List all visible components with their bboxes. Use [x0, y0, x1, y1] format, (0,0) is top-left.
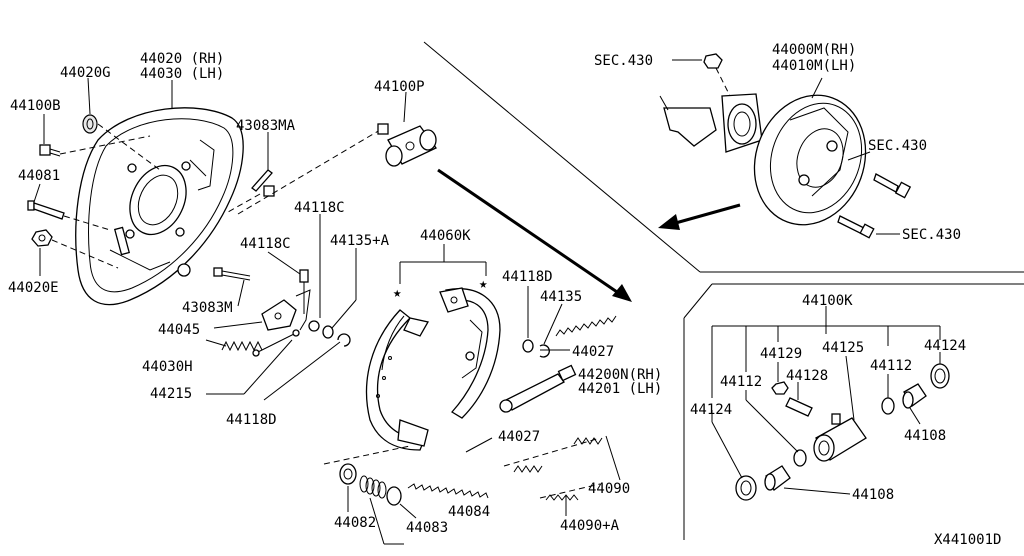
lower-dashed-guides — [323, 437, 601, 499]
spring-44083 — [359, 475, 387, 499]
label-44215: 44215 — [150, 386, 192, 402]
label-43083m: 43083M — [182, 300, 233, 316]
label-44135: 44135 — [540, 289, 582, 305]
cup-44112-lower — [793, 449, 807, 467]
label-44112-a: 44112 — [870, 358, 912, 374]
label-44108-b: 44108 — [852, 487, 894, 503]
kit-bracket-lines — [711, 306, 941, 398]
bolt-43083ma — [251, 169, 275, 197]
label-44135a: 44135+A — [330, 233, 390, 249]
nut-44020e — [31, 229, 53, 247]
label-44112-b: 44112 — [720, 374, 762, 390]
brake-shoe-right — [439, 287, 501, 419]
label-44020e: 44020E — [8, 280, 59, 296]
label-44090: 44090 — [588, 481, 630, 497]
clip-44135 — [539, 344, 550, 358]
label-44108-a: 44108 — [904, 428, 946, 444]
label-44118d-a: 44118D — [226, 412, 277, 428]
label-44081: 44081 — [18, 168, 60, 184]
adjuster-44200n — [499, 364, 577, 413]
grommet-44020g — [82, 114, 98, 134]
label-sec430-a: SEC.430 — [594, 53, 653, 69]
label-44084: 44084 — [448, 504, 490, 520]
wheel-cylinder-44100p — [377, 123, 437, 167]
brake-shoe-left — [365, 309, 430, 451]
nut-sec430 — [703, 53, 733, 101]
brake-drum-assembly — [753, 94, 867, 226]
washers-44135a — [308, 320, 351, 347]
pin-43083m — [213, 267, 251, 281]
retainer-44084 — [386, 486, 402, 506]
bolt-44081 — [27, 200, 65, 220]
label-44100p: 44100P — [374, 79, 425, 95]
label-44201: 44201 (LH) — [578, 381, 662, 397]
backing-plate-leaders — [51, 123, 381, 269]
label-44118d-b: 44118D — [502, 269, 553, 285]
label-44125: 44125 — [822, 340, 864, 356]
spring-44027-upper — [555, 315, 617, 337]
star-icon: ★ — [479, 276, 488, 292]
adjuster-assembly-44045 — [261, 289, 311, 331]
label-44124-a: 44124 — [924, 338, 966, 354]
boot-44124-upper — [930, 363, 950, 389]
label-44090a: 44090+A — [560, 518, 620, 534]
label-44082: 44082 — [334, 515, 376, 531]
spring-44090 — [513, 437, 603, 473]
label-44083: 44083 — [406, 520, 448, 536]
label-44027-b: 44027 — [498, 429, 540, 445]
label-44100b: 44100B — [10, 98, 61, 114]
label-44027-a: 44027 — [572, 344, 614, 360]
label-44060k: 44060K — [420, 228, 471, 244]
label-44020-rh: 44020 (RH) — [140, 51, 224, 67]
washer-44118d — [522, 339, 534, 353]
label-44045: 44045 — [158, 322, 200, 338]
shoe-kit-bracket — [399, 244, 487, 284]
pin-44118c — [299, 269, 309, 314]
star-icon: ★ — [393, 285, 402, 301]
bolt-44100b — [39, 144, 61, 157]
assembly-arrows — [437, 168, 741, 302]
piston-44108-upper — [902, 383, 927, 409]
label-44200n: 44200N(RH) — [578, 367, 662, 383]
label-sec430-c: SEC.430 — [902, 227, 961, 243]
wheel-cylinder-body-44125 — [813, 413, 867, 462]
label-44020g: 44020G — [60, 65, 111, 81]
label-43083ma: 43083MA — [236, 118, 296, 134]
leader-lines — [33, 59, 941, 545]
label-44000m: 44000M(RH) — [772, 42, 856, 58]
label-44118c-b: 44118C — [240, 236, 291, 252]
piston-44108-lower — [764, 465, 791, 491]
bolt-sec430-upper — [873, 173, 912, 199]
washer-44082 — [339, 463, 357, 485]
spring-44027-lower — [407, 483, 489, 499]
bleeder-cap-44129 — [771, 381, 789, 395]
label-44124-b: 44124 — [690, 402, 732, 418]
backing-plate — [75, 107, 244, 306]
spring-44090a — [545, 494, 579, 501]
bleeder-screw-44128 — [785, 397, 813, 417]
label-44118c-a: 44118C — [294, 200, 345, 216]
label-44129: 44129 — [760, 346, 802, 362]
label-44010m: 44010M(LH) — [772, 58, 856, 74]
lever-44215 — [252, 329, 300, 357]
label-44030h: 44030H — [142, 359, 193, 375]
label-sec430-b: SEC.430 — [868, 138, 927, 154]
bolt-sec430-lower — [837, 215, 875, 239]
section-dividers — [423, 41, 1024, 540]
label-44100k: 44100K — [802, 293, 853, 309]
diagram-code: X441001D — [934, 532, 1001, 548]
spring-44030h — [221, 340, 263, 352]
bracket-sec430 — [659, 95, 717, 147]
label-44030-lh: 44030 (LH) — [140, 66, 224, 82]
hub-bearing — [721, 93, 763, 153]
label-44128: 44128 — [786, 368, 828, 384]
part-labels: 44020G 44020 (RH) 44030 (LH) 44100B 4408… — [8, 42, 1001, 548]
cup-44112-upper — [881, 397, 895, 415]
boot-44124-lower — [735, 475, 757, 501]
